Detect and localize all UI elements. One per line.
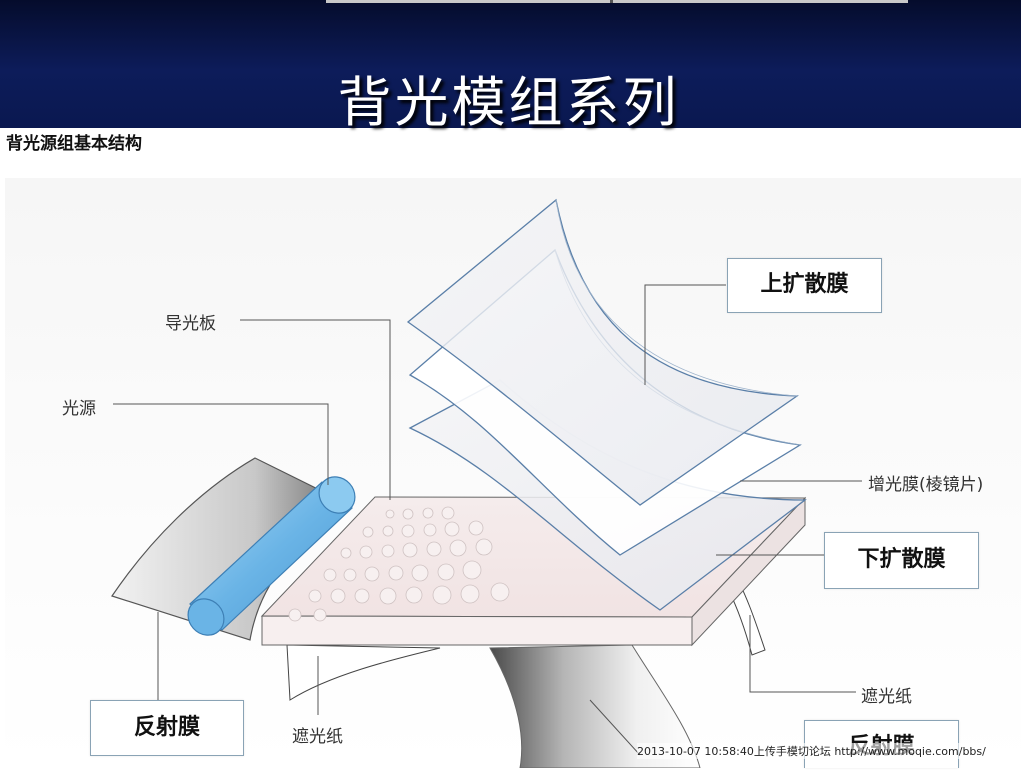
box-lower-diffuser: 下扩散膜 xyxy=(824,532,979,589)
slide-subtitle: 背光源组基本结构 xyxy=(6,134,142,154)
light-source-lamp xyxy=(187,476,356,636)
slide-title: 背光模组系列 xyxy=(0,58,1021,137)
slide-title-text: 背光模组系列 xyxy=(337,71,680,134)
light-guide-plate-front xyxy=(261,615,693,646)
shading-paper-bottom xyxy=(286,644,441,701)
box-upper-diffuser: 上扩散膜 xyxy=(727,258,882,313)
reflector-sheet-bottom xyxy=(489,644,701,768)
box-reflector-left: 反射膜 xyxy=(90,700,244,756)
watermark-text: 2013-10-07 10:58:40上传手模切论坛 http://www.mo… xyxy=(637,743,986,759)
label-brightness-film: 增光膜(棱镜片) xyxy=(868,475,984,495)
header-top-bar xyxy=(326,0,908,3)
light-guide-plate-side xyxy=(691,496,806,647)
reflector-sheet-left xyxy=(111,457,352,641)
leader-lines xyxy=(113,284,862,756)
label-shading-paper-right: 遮光纸 xyxy=(861,687,912,707)
slide-header: 背光模组系列 xyxy=(0,0,1021,134)
label-light-source: 光源 xyxy=(62,399,96,419)
header-bar-divider xyxy=(610,0,613,3)
upper-diffuser-curve xyxy=(555,199,798,397)
label-shading-paper-bottom: 遮光纸 xyxy=(292,727,343,747)
label-light-guide-plate: 导光板 xyxy=(165,314,216,334)
light-guide-dot-pattern xyxy=(288,506,510,622)
